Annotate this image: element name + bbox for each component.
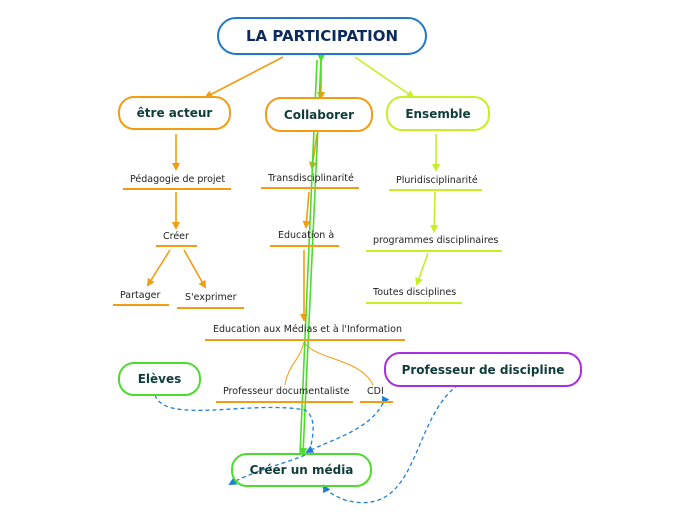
underline-programmes <box>366 250 502 252</box>
branch-collaborer[interactable]: Collaborer <box>265 97 373 132</box>
floating-eleves[interactable]: Elèves <box>118 362 201 396</box>
underline-cdi <box>360 401 393 403</box>
relation-eleves-creer-media <box>149 388 314 451</box>
relation-cdi-creer-media <box>305 395 390 453</box>
branch-etre-acteur[interactable]: être acteur <box>118 96 231 130</box>
subtopic-education-a[interactable]: Education à <box>278 230 335 241</box>
underline-partager <box>113 304 169 306</box>
subtopic-cdi[interactable]: CDI <box>367 386 384 397</box>
underline-pedagogie <box>123 188 231 190</box>
link-creer-sexprimer <box>183 249 206 289</box>
floating-professeur-de-discipline[interactable]: Professeur de discipline <box>384 352 582 387</box>
underline-transdisciplinarite <box>261 187 359 189</box>
underline-education-a <box>270 245 339 247</box>
relation-professeur-creer-media <box>323 378 466 504</box>
branch-ensemble-label: Ensemble <box>405 106 471 121</box>
link-creer-partager <box>146 249 171 287</box>
subtopic-programmes-disciplinaires[interactable]: programmes disciplinaires <box>373 235 499 246</box>
floating-creer-media-label: Créer un média <box>249 463 354 477</box>
branch-etre-acteur-label: être acteur <box>136 106 213 120</box>
floating-creer-un-media[interactable]: Créer un média <box>231 453 372 487</box>
link-programmes-toutes <box>415 252 429 286</box>
floating-professeur-label: Professeur de discipline <box>401 362 565 377</box>
link-root-acteur <box>204 56 284 98</box>
link-pluri-programmes <box>430 191 439 233</box>
root-topic-label: LA PARTICIPATION <box>245 27 399 45</box>
floating-eleves-label: Elèves <box>137 372 182 386</box>
underline-sexprimer <box>177 307 244 309</box>
subtopic-creer[interactable]: Créer <box>163 231 189 242</box>
subtopic-pluridisciplinarite[interactable]: Pluridisciplinarité <box>396 175 478 186</box>
subtopic-partager[interactable]: Partager <box>120 290 161 301</box>
subtopic-professeur-documentaliste[interactable]: Professeur documentaliste <box>223 386 350 397</box>
underline-pluridisciplinarite <box>389 189 482 191</box>
subtopic-education-medias-information[interactable]: Education aux Médias et à l'Information <box>213 324 402 335</box>
underline-toutes-disciplines <box>366 302 462 304</box>
subtopic-transdisciplinarite[interactable]: Transdisciplinarité <box>268 173 354 184</box>
link-root-ensemble <box>354 56 415 99</box>
subtopic-sexprimer[interactable]: S'exprimer <box>185 292 237 303</box>
subtopic-pedagogie-de-projet[interactable]: Pédagogie de projet <box>130 174 226 185</box>
underline-creer <box>156 245 197 247</box>
subtopic-toutes-disciplines[interactable]: Toutes disciplines <box>373 287 457 298</box>
link-transdisciplinarite-education <box>302 191 311 229</box>
underline-professeur-documentaliste <box>216 401 353 403</box>
link-emi-cdi <box>303 341 374 386</box>
link-emi-profdoc <box>284 341 305 386</box>
root-topic[interactable]: LA PARTICIPATION <box>217 17 427 55</box>
underline-emi <box>205 339 405 341</box>
branch-ensemble[interactable]: Ensemble <box>386 96 490 131</box>
branch-collaborer-label: Collaborer <box>283 107 355 122</box>
